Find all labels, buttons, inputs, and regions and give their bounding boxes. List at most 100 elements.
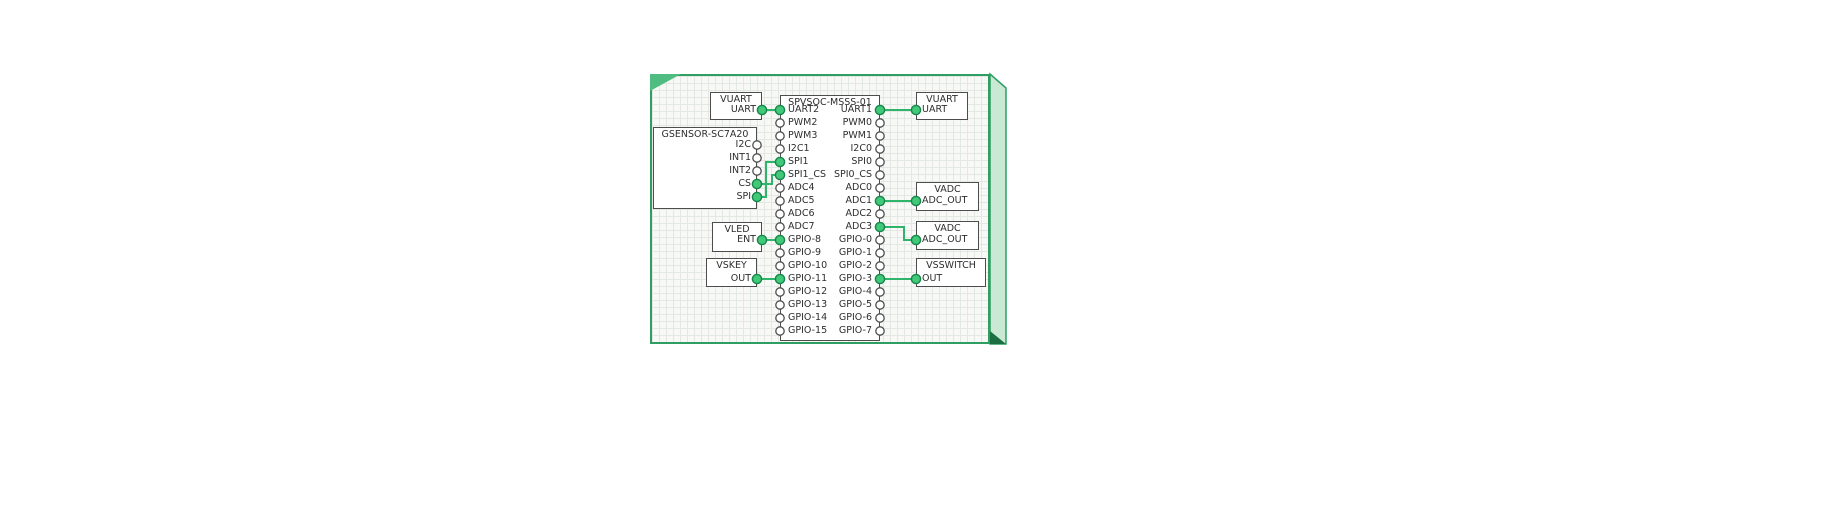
ic-pin-label: ADC7 bbox=[788, 221, 815, 232]
ic-pin-label: PWM0 bbox=[842, 117, 872, 128]
ic-pin-gpio-9[interactable] bbox=[775, 248, 785, 258]
component-pin-vadc-top-adc-out[interactable] bbox=[910, 195, 922, 207]
component-title: VSSWITCH bbox=[926, 260, 976, 271]
ic-pin-label: GPIO-6 bbox=[838, 312, 872, 323]
ic-pin-adc4[interactable] bbox=[775, 183, 785, 193]
sheet-corner-bottom-right bbox=[990, 331, 1006, 344]
component-title: VADC bbox=[934, 184, 961, 195]
component-pin-gsensor-int1[interactable] bbox=[752, 153, 762, 163]
component-box-vled[interactable] bbox=[712, 222, 762, 252]
component-pin-gsensor-int2[interactable] bbox=[752, 166, 762, 176]
ic-pin-gpio-5[interactable] bbox=[875, 300, 885, 310]
ic-pin-gpio-12[interactable] bbox=[775, 287, 785, 297]
ic-pin-gpio-3[interactable] bbox=[874, 273, 886, 285]
component-pin-label: CS bbox=[738, 178, 751, 189]
wire-gsensor-spi[interactable] bbox=[757, 161, 780, 198]
component-box-vuart-right[interactable] bbox=[916, 92, 968, 120]
ic-pin-label: GPIO-3 bbox=[838, 273, 872, 284]
ic-pin-gpio-6[interactable] bbox=[875, 313, 885, 323]
ic-pin-label: GPIO-7 bbox=[838, 325, 872, 336]
ic-pin-label: GPIO-10 bbox=[788, 260, 828, 271]
component-box-vuart-left[interactable] bbox=[710, 92, 762, 120]
ic-pin-adc3[interactable] bbox=[874, 221, 886, 233]
ic-pin-adc0[interactable] bbox=[875, 183, 885, 193]
component-box-vskey[interactable] bbox=[706, 258, 757, 287]
ic-pin-label: GPIO-1 bbox=[838, 247, 872, 258]
ic-pin-gpio-0[interactable] bbox=[875, 235, 885, 245]
ic-pin-pwm3[interactable] bbox=[775, 131, 785, 141]
component-pin-vskey-out[interactable] bbox=[751, 273, 763, 285]
component-pin-vsswitch-out[interactable] bbox=[910, 273, 922, 285]
ic-pin-gpio-14[interactable] bbox=[775, 313, 785, 323]
component-box-vadc-top[interactable] bbox=[916, 182, 979, 211]
component-title: VUART bbox=[926, 94, 958, 105]
component-pin-label: ADC_OUT bbox=[922, 234, 968, 245]
ic-pin-label: PWM2 bbox=[788, 117, 818, 128]
ic-pin-label: UART1 bbox=[840, 104, 872, 115]
ic-pin-i2c0[interactable] bbox=[875, 144, 885, 154]
ic-pin-label: GPIO-15 bbox=[788, 325, 828, 336]
ic-pin-label: GPIO-14 bbox=[788, 312, 828, 323]
component-pin-gsensor-spi[interactable] bbox=[751, 191, 763, 203]
ic-pin-label: SPI1 bbox=[788, 156, 809, 167]
ic-pin-gpio-15[interactable] bbox=[775, 326, 785, 336]
ic-pin-gpio-4[interactable] bbox=[875, 287, 885, 297]
component-pin-vuart-left-uart[interactable] bbox=[756, 104, 768, 116]
ic-pin-label: GPIO-11 bbox=[788, 273, 828, 284]
ic-pin-label: GPIO-0 bbox=[838, 234, 872, 245]
ic-pin-gpio-7[interactable] bbox=[875, 326, 885, 336]
ic-pin-label: ADC4 bbox=[788, 182, 815, 193]
ic-pin-gpio-10[interactable] bbox=[775, 261, 785, 271]
ic-pin-spi1-cs[interactable] bbox=[774, 169, 786, 181]
component-title: GSENSOR-SC7A20 bbox=[661, 129, 749, 140]
ic-title: SPVSOC-MSSS-01 bbox=[788, 97, 872, 108]
ic-pin-pwm0[interactable] bbox=[875, 118, 885, 128]
ic-pin-spi1[interactable] bbox=[774, 156, 786, 168]
component-pin-label: UART bbox=[730, 104, 756, 115]
component-pin-vuart-right-uart[interactable] bbox=[910, 104, 922, 116]
component-pin-label: ADC_OUT bbox=[922, 195, 968, 206]
ic-pin-label: SPI0 bbox=[851, 156, 872, 167]
component-title: VLED bbox=[724, 224, 750, 235]
component-pin-label: SPI bbox=[736, 191, 751, 202]
ic-pin-pwm2[interactable] bbox=[775, 118, 785, 128]
component-pin-label: INT2 bbox=[729, 165, 751, 176]
ic-pin-uart1[interactable] bbox=[874, 104, 886, 116]
ic-pin-spi0[interactable] bbox=[875, 157, 885, 167]
component-title: VSKEY bbox=[716, 260, 747, 271]
ic-pin-gpio-1[interactable] bbox=[875, 248, 885, 258]
ic-pin-label: ADC2 bbox=[845, 208, 873, 219]
component-pin-gsensor-cs[interactable] bbox=[751, 178, 763, 190]
ic-pin-adc7[interactable] bbox=[775, 222, 785, 232]
ic-pin-label: GPIO-8 bbox=[788, 234, 822, 245]
ic-pin-adc2[interactable] bbox=[875, 209, 885, 219]
ic-pin-gpio-13[interactable] bbox=[775, 300, 785, 310]
wire-vadc-bottom-adc-out[interactable] bbox=[880, 226, 916, 241]
ic-pin-uart2[interactable] bbox=[774, 104, 786, 116]
ic-pin-gpio-11[interactable] bbox=[774, 273, 786, 285]
ic-pin-label: GPIO-4 bbox=[838, 286, 872, 297]
component-pin-vled-ent[interactable] bbox=[756, 234, 768, 246]
component-pin-vadc-bottom-adc-out[interactable] bbox=[910, 234, 922, 246]
ic-box[interactable] bbox=[780, 95, 880, 341]
ic-pin-label: PWM1 bbox=[842, 130, 872, 141]
ic-pin-spi0-cs[interactable] bbox=[875, 170, 885, 180]
ic-pin-label: ADC5 bbox=[788, 195, 815, 206]
ic-pin-label: SPI1_CS bbox=[788, 169, 827, 180]
ic-pin-adc6[interactable] bbox=[775, 209, 785, 219]
component-pin-gsensor-i2c[interactable] bbox=[752, 140, 762, 150]
ic-pin-i2c1[interactable] bbox=[775, 144, 785, 154]
component-box-vsswitch[interactable] bbox=[916, 258, 986, 287]
ic-pin-label: GPIO-9 bbox=[788, 247, 822, 258]
ic-pin-label: GPIO-13 bbox=[788, 299, 828, 310]
ic-pin-adc5[interactable] bbox=[775, 196, 785, 206]
ic-pin-adc1[interactable] bbox=[874, 195, 886, 207]
ic-pin-pwm1[interactable] bbox=[875, 131, 885, 141]
ic-pin-label: GPIO-2 bbox=[838, 260, 872, 271]
ic-pin-gpio-2[interactable] bbox=[875, 261, 885, 271]
component-pin-label: I2C bbox=[735, 139, 751, 150]
ic-pin-label: GPIO-12 bbox=[788, 286, 828, 297]
ic-pin-gpio-8[interactable] bbox=[774, 234, 786, 246]
